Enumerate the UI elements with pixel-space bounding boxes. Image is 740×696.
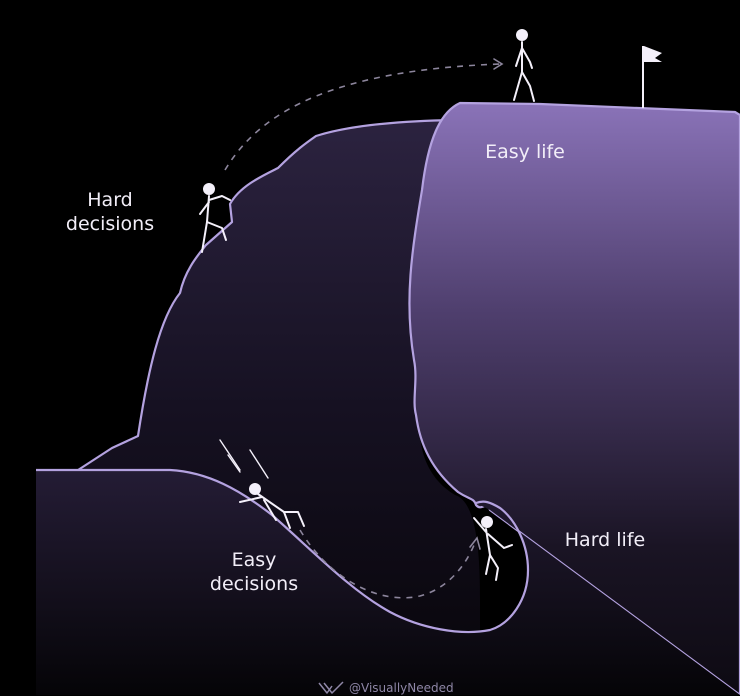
climbing-person-icon bbox=[199, 183, 231, 253]
left-hill-outline bbox=[74, 118, 456, 473]
watermark: @VisuallyNeeded bbox=[318, 680, 454, 696]
hard-decisions-path bbox=[224, 63, 501, 171]
walking-person-icon bbox=[513, 29, 535, 102]
checkmark-logo-icon bbox=[318, 681, 344, 694]
sliding-person-icon bbox=[239, 483, 305, 529]
hard-decisions-label-line1: Hard bbox=[87, 189, 133, 211]
easy-decisions-label-line2: decisions bbox=[209, 573, 299, 595]
easy-life-plateau bbox=[408, 101, 740, 695]
flag-icon bbox=[642, 46, 662, 108]
struggling-person-icon bbox=[473, 516, 513, 581]
hard-decisions-label: Hard decisions bbox=[62, 188, 158, 236]
hard-decisions-label-line2: decisions bbox=[65, 213, 155, 235]
valley-ground bbox=[36, 470, 740, 695]
speed-lines-icon bbox=[219, 439, 269, 479]
hard-life-label: Hard life bbox=[564, 529, 646, 551]
hard-decisions-arrowhead bbox=[493, 58, 504, 70]
easy-decisions-label: Easy decisions bbox=[204, 548, 304, 596]
watermark-handle: @VisuallyNeeded bbox=[349, 681, 454, 695]
easy-decisions-arrowhead bbox=[469, 536, 481, 550]
valley-outline bbox=[36, 468, 530, 634]
easy-decisions-label-line1: Easy bbox=[231, 549, 277, 571]
easy-life-label: Easy life bbox=[485, 141, 565, 163]
